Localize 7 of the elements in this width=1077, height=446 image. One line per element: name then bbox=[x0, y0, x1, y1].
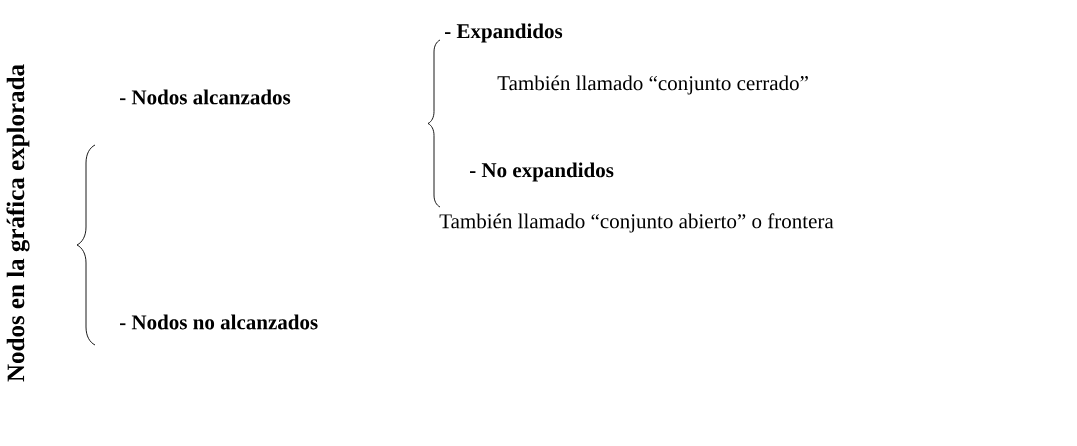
category-label: - Expandidos bbox=[444, 23, 563, 43]
category-label: - Nodos alcanzados bbox=[120, 89, 291, 105]
note-text: También llamado “conjunto abierto” o frontera bbox=[439, 213, 834, 233]
category-label: - Nodos no alcanzados bbox=[120, 314, 318, 330]
note-text: También llamado “conjunto cerrado” bbox=[497, 75, 808, 95]
category-label: - No expandidos bbox=[469, 162, 614, 182]
vertical-heading: Nodos en la gráfica explorada bbox=[6, 64, 30, 382]
